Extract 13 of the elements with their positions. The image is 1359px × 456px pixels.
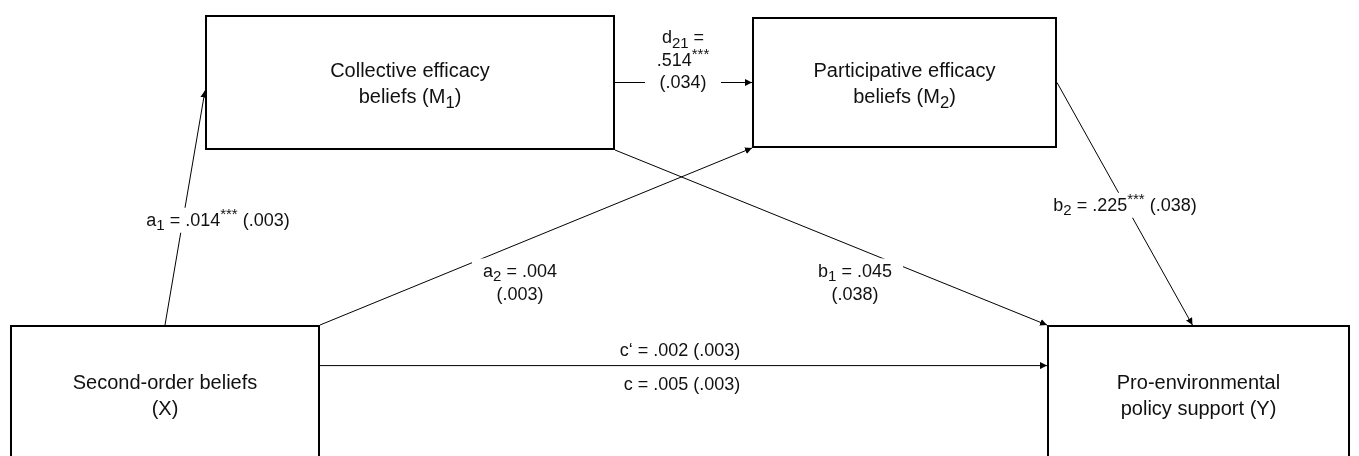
variable-label: Collective efficacy beliefs (M$_{1}$) bbox=[329, 57, 491, 109]
arrow bbox=[1056, 82, 1193, 326]
coefficient-label: c = .005 (.003) bbox=[623, 373, 741, 395]
arrow bbox=[319, 362, 1048, 370]
variable-label: Second-order beliefs (X) bbox=[71, 370, 259, 421]
variable-box bbox=[1047, 325, 1350, 456]
variable-label: Participative efficacy beliefs (M$_{2}$) bbox=[812, 57, 997, 109]
arrow bbox=[614, 149, 1048, 326]
variable-box bbox=[10, 325, 320, 456]
arrow bbox=[319, 147, 753, 326]
variable-box bbox=[752, 17, 1057, 148]
variable-label: Pro-environmental policy support (Y) bbox=[1115, 370, 1282, 421]
variable-box bbox=[205, 15, 615, 150]
